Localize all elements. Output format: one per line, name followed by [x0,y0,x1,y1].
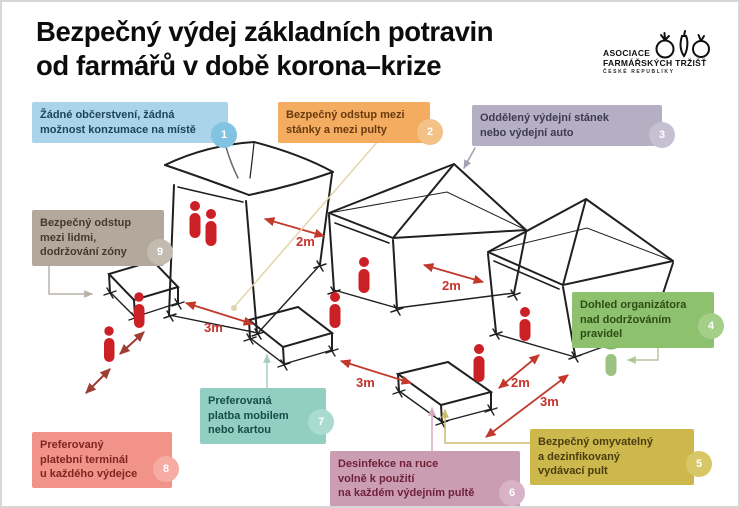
label-3: Oddělený výdejní stánek nebo výdejní aut… [472,105,675,148]
label-4-text: pravidel [580,328,623,341]
label-2-number-badge: 2 [417,119,443,145]
distance-label: 2m [296,234,315,249]
label-1-number-badge: 1 [211,122,237,148]
label-9-text: Bezpečný odstup [40,217,132,229]
label-8-text: Preferovaný [40,439,104,451]
label-8-text: u každého výdejce [40,468,138,481]
label-4-text: nad dodržováním [580,313,672,326]
label-9-text: mezi lidmi, [40,231,97,244]
distance-label: 2m [442,278,461,293]
counter-1-sketch [103,259,185,324]
label-5-text: a dezinfikovaný [538,450,620,463]
label-8-number-badge: 8 [153,456,179,482]
label-2-text: Bezpečný odstup mezi [286,109,405,121]
label-7-text: platba mobilem [208,409,289,422]
label-9-text: dodržování zóny [40,246,127,259]
logo-text-3: ČESKÉ REPUBLIKY [603,69,675,75]
connector-label-9 [48,264,93,298]
connector-label-3 [463,147,476,169]
label-2-text: stánky a mezi pulty [286,123,387,136]
label-5-number-badge: 5 [686,451,712,477]
counter-3-sketch [392,360,498,429]
label-3-text: Oddělený výdejní stánek [480,112,609,124]
association-logo: ASOCIACE FARMÁŘSKÝCH TRŽIŠŤ ČESKÉ REPUBL… [603,26,721,76]
label-6-number-badge: 6 [499,480,525,506]
label-2: Bezpečný odstup mezi stánky a mezi pulty… [278,102,443,145]
person-icon [519,307,531,341]
person-icon [473,344,485,382]
label-4: Dohled organizátora nad dodržováním prav… [572,292,724,348]
label-connectors [48,125,659,452]
distance-label: 3m [540,394,559,409]
connector-label-1 [225,146,239,179]
distance-label: 3m [204,320,223,335]
label-4-number-badge: 4 [698,313,724,339]
distance-label: 2m [511,375,530,390]
connector-label-2 [234,125,392,307]
person-icon [104,326,115,362]
label-6-text: na každém výdejním pultě [338,487,475,500]
person-icon [189,201,201,238]
label-5-text: Bezpečný omyvatelný [538,436,653,448]
page-title: Bezpečný výdej základních potravin od fa… [36,15,494,82]
label-1-text: možnost konzumace na místě [40,123,196,136]
distance-label: 3m [356,375,375,390]
stall-2-sketch [327,163,527,316]
distance-arrow-3m-counter2-counter3 [339,359,413,385]
label-6-text: volně k použití [338,472,415,485]
label-7-number-badge: 7 [308,409,334,435]
label-3-number-badge: 3 [649,122,675,148]
person-icon [329,292,341,328]
distance-arrow-2m-stall1-stall2 [263,217,326,238]
label-9: Bezpečný odstup mezi lidmi, dodržování z… [32,210,173,266]
label-4-text: Dohled organizátora [580,299,687,311]
queue-spacing-arrows [85,331,145,394]
label-7-text: Preferovaná [208,395,272,407]
label-3-text: nebo výdejní auto [480,126,574,139]
person-icon [134,292,145,328]
connector-label-5 [441,409,531,444]
title-line-1: Bezpečný výdej základních potravin [36,16,494,47]
logo-text-1: ASOCIACE [603,48,651,58]
label-7-text: nebo kartou [208,424,271,437]
person-icon [358,257,370,293]
title-line-2: od farmářů v době korona–krize [36,49,442,81]
label-5: Bezpečný omyvatelný a dezinfikovaný vydá… [530,429,712,485]
counter-2-sketch [243,305,339,371]
label-1-text: Žádné občerstvení, žádná [40,109,175,121]
label-8: Preferovaný platební terminál u každého … [32,432,179,488]
label-5-text: vydávací pult [538,465,608,478]
organizer-person-icon [605,354,617,376]
vegetables-icon [655,30,710,59]
label-9-number-badge: 9 [147,239,173,265]
label-1: Žádné občerstvení, žádná možnost konzuma… [32,102,237,148]
label-6-text: Desinfekce na ruce [338,458,439,470]
label-8-text: platební terminál [40,453,129,466]
label-7: Preferovaná platba mobilem nebo kartou 7 [200,388,334,444]
label-6: Desinfekce na ruce volně k použití na ka… [330,451,525,506]
logo-text-2: FARMÁŘSKÝCH TRŽIŠŤ [603,58,707,68]
person-icon [205,209,217,246]
person-icons [104,201,531,382]
